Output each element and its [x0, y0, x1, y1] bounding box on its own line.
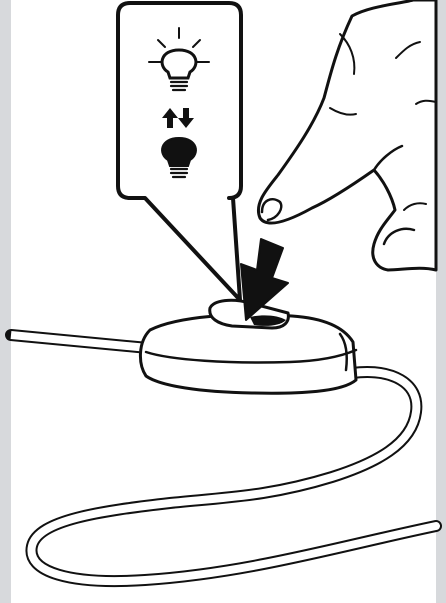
cable-left [11, 335, 148, 348]
cable-loop [31, 372, 436, 581]
left-side-bar [0, 0, 11, 603]
pointing-hand [258, 0, 436, 270]
